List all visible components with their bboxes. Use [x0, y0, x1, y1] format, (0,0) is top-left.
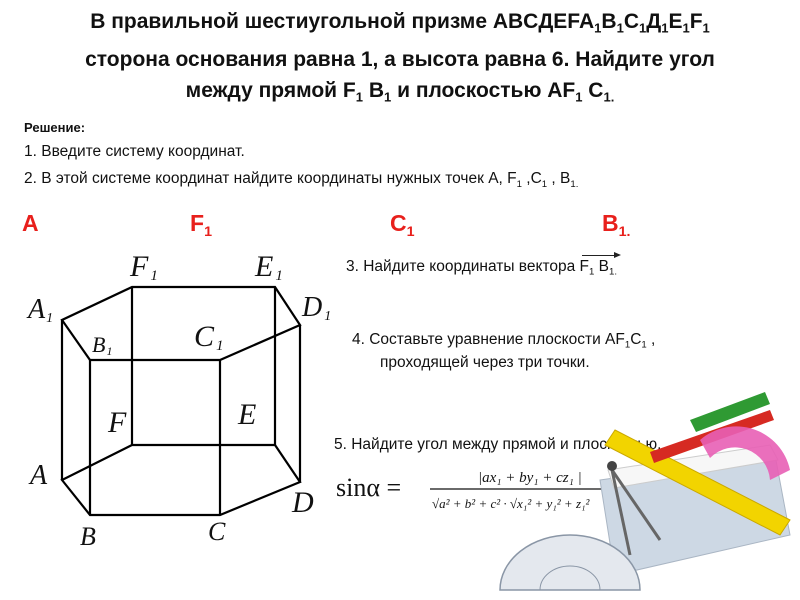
vertex-b1-label: B1: [92, 332, 112, 358]
step-4: 4. Составьте уравнение плоскости AF1C1 ,: [352, 331, 656, 351]
formula-numerator: |ax₁ + by₁ + cz₁ |: [478, 470, 582, 486]
vertex-c-label: C: [208, 517, 226, 546]
vertex-b-label: B: [80, 522, 96, 551]
point-f1-label: F1: [190, 210, 212, 240]
title-line-1: В правильной шестиугольной призме ABCДEF…: [90, 10, 710, 36]
vertex-a1-label: A1: [26, 294, 53, 326]
set-square-icon: [700, 426, 790, 480]
protractor-icon: [499, 534, 641, 591]
green-pencil-icon: [690, 392, 770, 432]
formula-lhs: sinα =: [336, 473, 401, 502]
step-3: 3. Найдите координаты вектора F1 B1.: [346, 251, 622, 278]
vertex-d-label: D: [291, 486, 314, 519]
point-a-label: A: [22, 210, 39, 236]
ruler-icon: [604, 429, 791, 536]
vertex-a-label: A: [28, 460, 48, 491]
problem-title: В правильной шестиугольной призме ABCДEF…: [14, 6, 786, 112]
title-line-3: между прямой F1 B1 и плоскостью AF1 C1.: [185, 78, 615, 105]
step-4-line-2: проходящей через три точки.: [380, 354, 590, 371]
step-5: 5. Найдите угол между прямой и плоскость…: [334, 436, 662, 453]
vector-f1b1: F1 B1.: [579, 251, 622, 278]
vertex-f-label: F: [107, 406, 127, 439]
vertex-e-label: E: [237, 398, 256, 431]
hexagonal-prism: [60, 285, 302, 517]
compass-icon: [607, 461, 662, 556]
point-c1-label: C1: [390, 210, 415, 240]
step-2: 2. В этой системе координат найдите коор…: [24, 170, 579, 191]
step-1: 1. Введите систему координат.: [24, 143, 245, 160]
solution-heading: Решение:: [24, 120, 86, 135]
formula-denominator: √a² + b² + c² · √x₁² + y₁² + z₁²: [432, 496, 591, 511]
title-line-2: сторона основания равна 1, а высота равн…: [85, 47, 715, 71]
prism-bottom-face: [60, 443, 302, 517]
point-b1-label: B1.: [602, 210, 631, 240]
